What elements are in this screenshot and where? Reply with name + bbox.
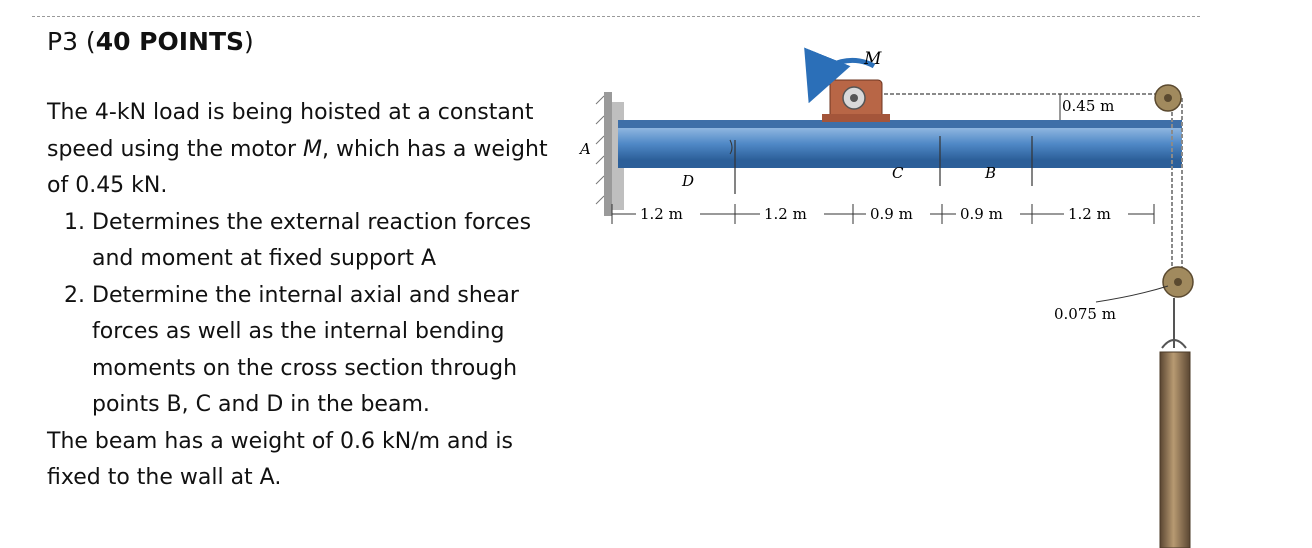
label-M: M bbox=[863, 49, 882, 69]
beam bbox=[618, 120, 1182, 168]
span-label-bg-4 bbox=[956, 205, 1020, 223]
label-D: D bbox=[681, 172, 694, 190]
label-B: B bbox=[984, 164, 996, 182]
title-suffix: ) bbox=[244, 27, 254, 56]
title-prefix: P3 ( bbox=[47, 27, 96, 56]
span-label-bg-2 bbox=[760, 205, 824, 223]
beam-figure: M A D C B 0.45 m bbox=[570, 36, 1210, 548]
motor bbox=[822, 79, 890, 122]
label-C: C bbox=[892, 164, 904, 182]
task-item-2: Determine the internal axial and shear f… bbox=[92, 278, 567, 424]
problem-statement: The 4-kN load is being hoisted at a cons… bbox=[47, 95, 567, 497]
beam-diagram: M A D C B 0.45 m bbox=[578, 47, 1194, 548]
span-label-bg-5 bbox=[1064, 205, 1128, 223]
dim-pulley-label: 0.075 m bbox=[1054, 305, 1116, 323]
title-points: 40 POINTS bbox=[95, 27, 245, 56]
span-label-2: 1.2 m bbox=[764, 205, 807, 223]
intro-paragraph: The 4-kN load is being hoisted at a cons… bbox=[47, 95, 567, 205]
span-label-1: 1.2 m bbox=[640, 205, 683, 223]
section-mark-D bbox=[729, 139, 736, 194]
span-label-bg-3 bbox=[866, 205, 930, 223]
span-label-3: 0.9 m bbox=[870, 205, 913, 223]
top-pulley bbox=[1154, 84, 1182, 112]
top-dashed-rule bbox=[32, 16, 1200, 17]
load bbox=[1159, 339, 1191, 548]
intro-part1: The 4-kN load is being hoisted at a cons… bbox=[47, 100, 534, 162]
label-A: A bbox=[578, 140, 591, 158]
pulley-radius-leader bbox=[1095, 285, 1169, 303]
span-label-bg-1 bbox=[636, 205, 700, 223]
task-list: Determines the external reaction forces … bbox=[47, 205, 567, 424]
span-label-5: 1.2 m bbox=[1068, 205, 1111, 223]
problem-title: P3 (40 POINTS) bbox=[47, 26, 254, 58]
motor-moment-arrow bbox=[804, 47, 876, 104]
intro-part2: , which has a weight of 0.45 kN. bbox=[47, 136, 548, 199]
span-label-4: 0.9 m bbox=[960, 205, 1003, 223]
dim-top-label: 0.45 m bbox=[1062, 97, 1114, 115]
task-item-1: Determines the external reaction forces … bbox=[92, 205, 567, 278]
lower-pulley bbox=[1162, 266, 1194, 348]
intro-motor-symbol: M bbox=[303, 136, 322, 162]
closing-paragraph: The beam has a weight of 0.6 kN/m and is… bbox=[47, 428, 514, 491]
